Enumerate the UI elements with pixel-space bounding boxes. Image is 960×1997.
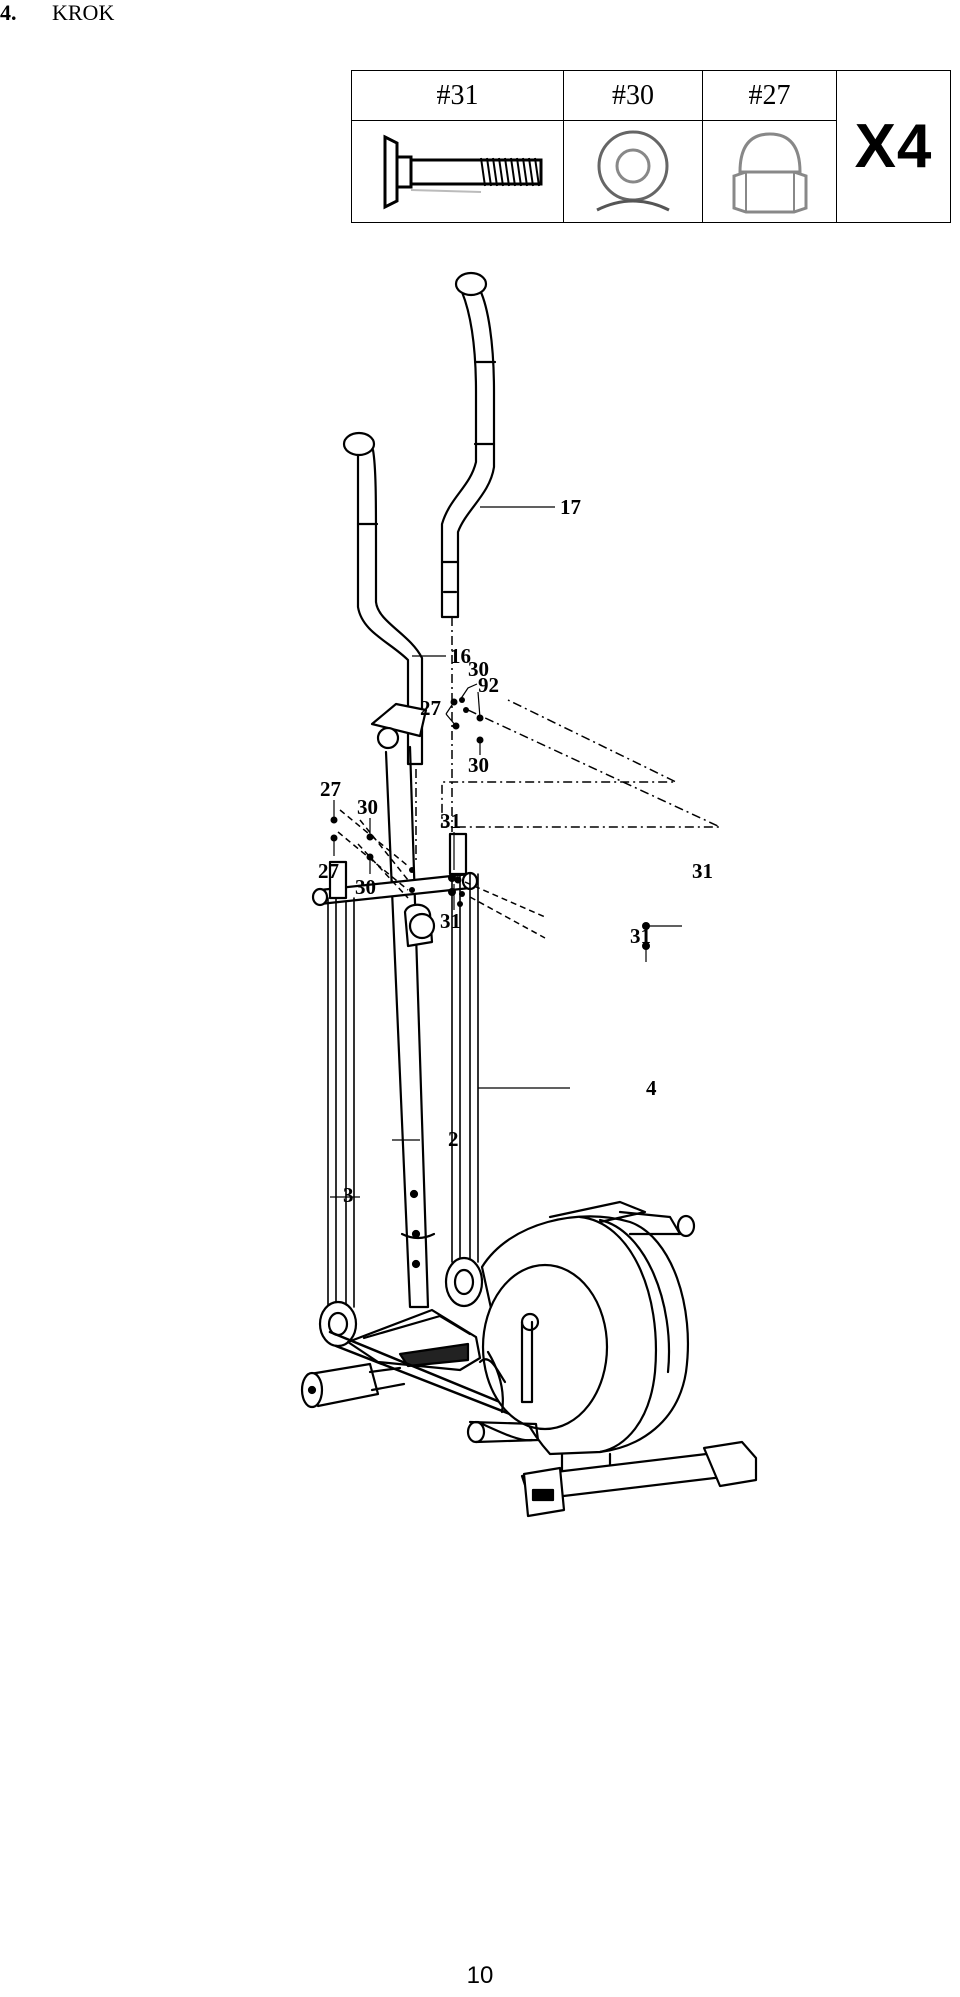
front-stabilizer [300,1362,406,1409]
central-mast-part-2 [370,702,436,1309]
label-part-2: 2 [448,1127,459,1151]
label-part-31-right-bottom: 31 [630,924,651,948]
label-part-3: 3 [343,1183,354,1207]
label-part-31-right-top: 31 [692,859,713,883]
step-number: 4. [0,0,17,25]
carriage-bolt-icon [383,134,542,210]
handle-crossbar [311,832,479,907]
part-image-30 [563,120,703,223]
step-title: KROK [52,0,115,25]
label-part-27-left-top: 27 [320,777,341,801]
flywheel-housing [466,1200,696,1476]
label-part-30-left-bottom: 30 [355,875,376,899]
right-handlebar-part-17 [440,271,497,619]
label-part-31-left-top: 31 [440,809,461,833]
page-number: 10 [466,1962,494,1989]
part-id-30: #30 [563,69,703,122]
label-part-17: 17 [560,495,581,519]
part-image-27 [702,120,837,223]
right-pedal-arm-part-4 [444,873,484,1308]
part-image-31 [351,120,564,223]
part-id-31: #31 [351,69,564,122]
label-part-30-upper: 30 [468,657,489,681]
label-part-16: 16 [450,644,471,668]
part-id-27: #27 [702,69,837,122]
label-part-30-left-top: 30 [357,795,378,819]
leader-lines [330,506,682,1198]
washer-icon [596,130,670,211]
bolt-guides [337,809,546,939]
step-header: 4. KROK [0,0,114,26]
label-part-27-upper: 27 [420,696,441,720]
label-part-4: 4 [646,1076,657,1100]
cap-nut-icon [732,132,807,214]
label-part-31-left-bottom: 31 [440,909,461,933]
rear-stabilizer [520,1440,758,1518]
left-pedal-arm-part-3 [318,897,358,1348]
pedal-platform [328,1308,512,1416]
alignment-guides [415,617,721,862]
assembly-diagram: 17 16 92 30 27 30 27 30 31 27 30 31 31 3… [300,271,758,1518]
label-part-30-middle: 30 [468,753,489,777]
hardware-parts-table: #31 #30 #27 X4 [351,69,951,223]
quantity-label: X4 [836,70,951,223]
label-part-27-left-bottom: 27 [318,859,339,883]
label-part-92: 92 [478,673,499,697]
